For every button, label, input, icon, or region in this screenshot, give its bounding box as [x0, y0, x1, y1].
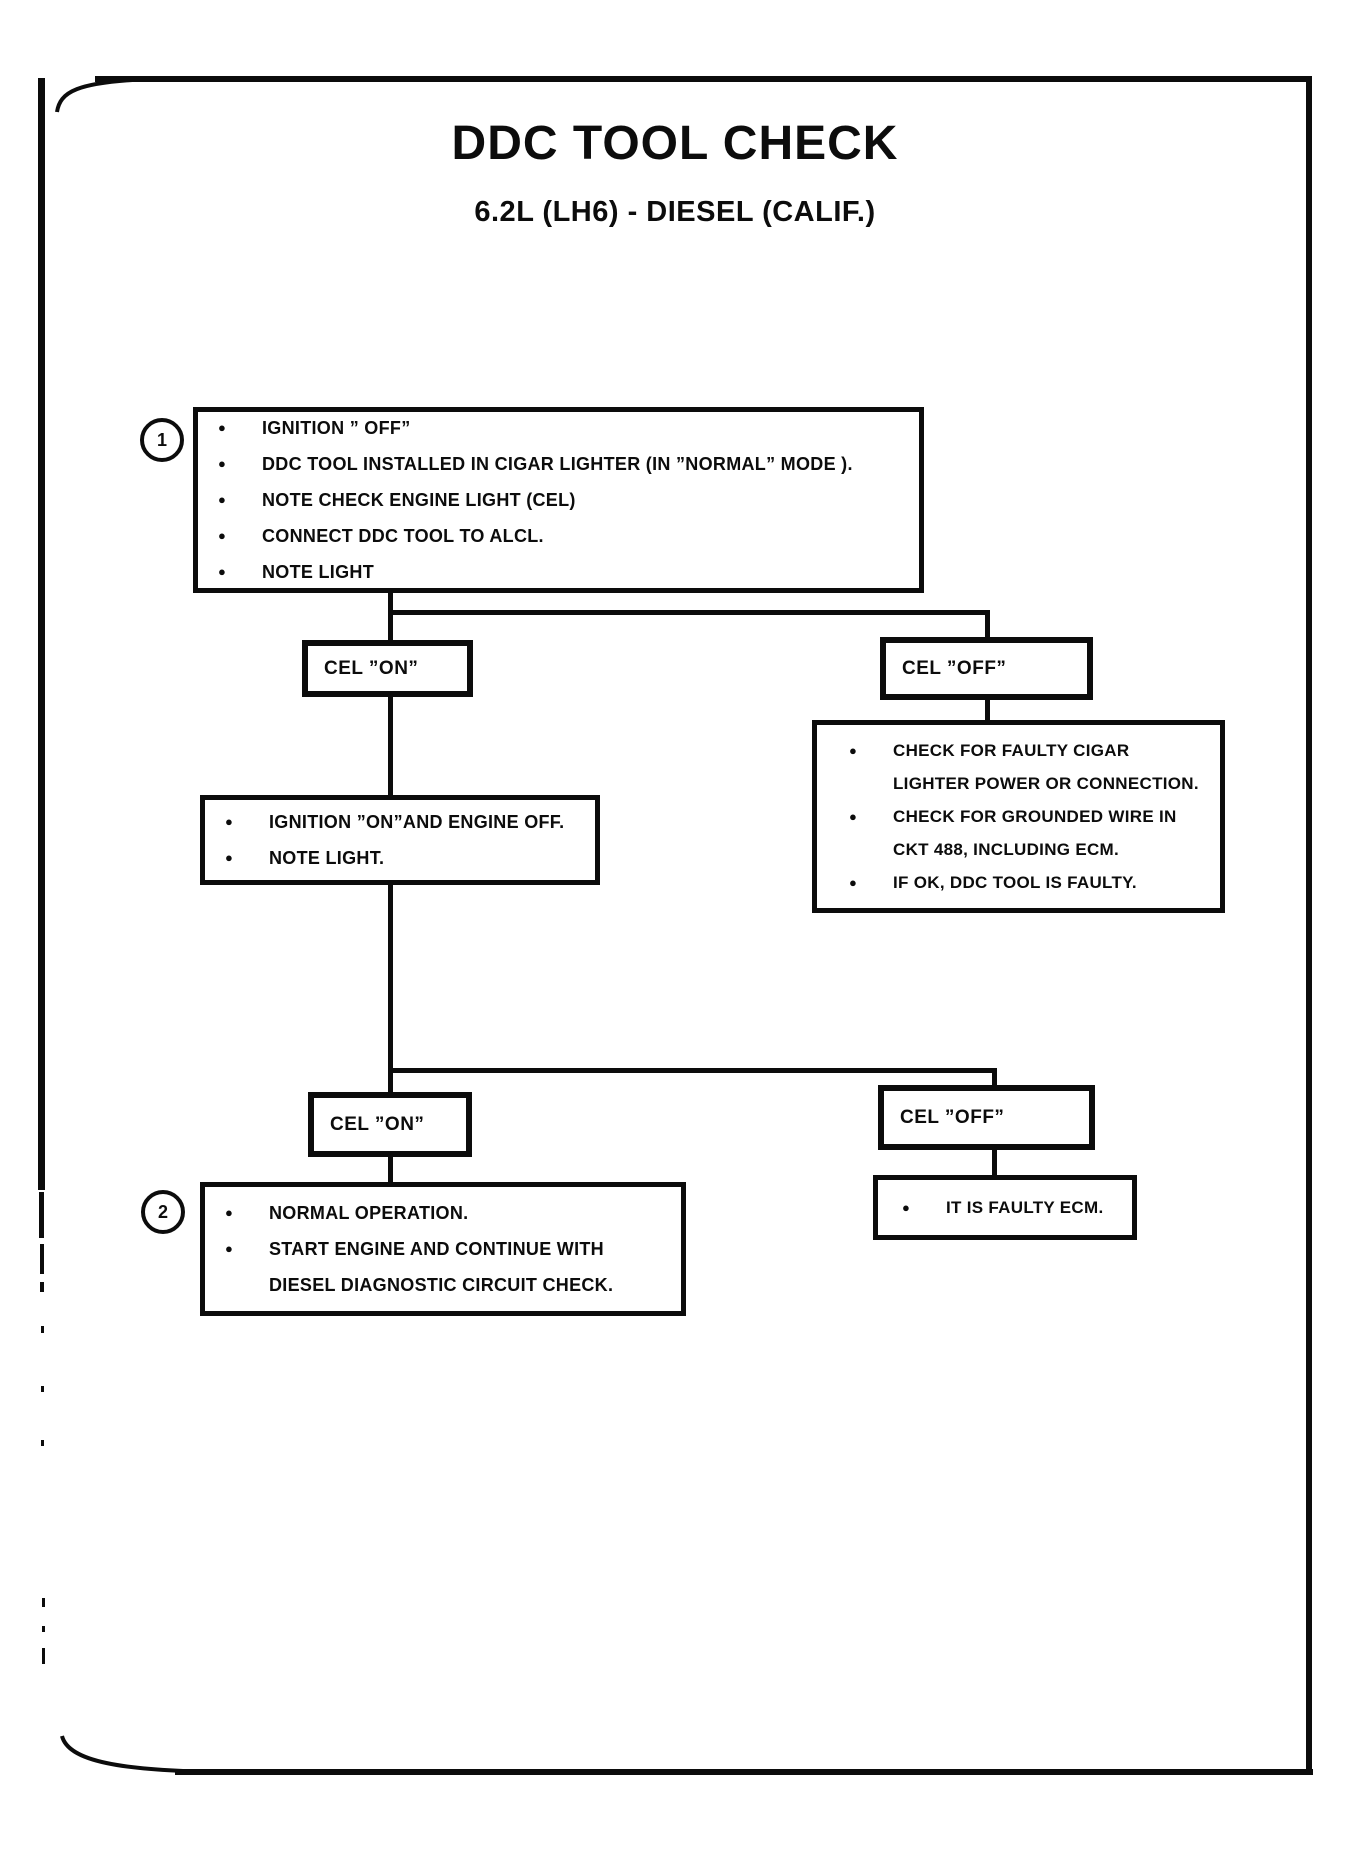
bullet-icon: ●: [225, 1205, 234, 1220]
page-frame-top: [95, 76, 1312, 82]
flow-box-initial-checks: ● IGNITION ” OFF” ● DDC TOOL INSTALLED IN …: [193, 407, 924, 593]
step-marker-2-number: 2: [157, 1201, 168, 1222]
step-marker-1: 1: [140, 418, 184, 462]
connector-line: [388, 1157, 393, 1182]
bullet-icon: ●: [218, 420, 227, 435]
flow-box-cel-on-2: CEL ”ON”: [308, 1092, 472, 1157]
bullet-icon: ●: [218, 564, 227, 579]
list-item: ● DDC TOOL INSTALLED IN CIGAR LIGHTER (IN…: [212, 446, 909, 482]
list-item: ● CONNECT DDC TOOL TO ALCL.: [212, 518, 909, 554]
list-item-text: START ENGINE AND CONTINUE WITH DIESEL DI…: [269, 1239, 614, 1295]
list-item: ● NOTE LIGHT.: [219, 840, 585, 876]
flow-box-cel-off-2: CEL ”OFF”: [878, 1085, 1095, 1150]
list-item: ● NOTE LIGHT: [212, 554, 909, 590]
flow-box-label: CEL ”ON”: [324, 657, 419, 679]
flow-box-cel-off-actions: ● CHECK FOR FAULTY CIGAR LIGHTER POWER OR…: [812, 720, 1225, 913]
frame-dash: [41, 1440, 44, 1446]
connector-line: [388, 697, 393, 795]
list-item-text: IF OK, DDC TOOL IS FAULTY.: [893, 873, 1137, 892]
bullet-icon: ●: [218, 456, 227, 471]
list-item: ● CHECK FOR FAULTY CIGAR LIGHTER POWER OR…: [843, 734, 1210, 800]
connector-line: [388, 610, 990, 615]
page-frame-right: [1306, 79, 1312, 1775]
frame-dash: [42, 1626, 45, 1632]
flow-box-label: CEL ”OFF”: [902, 657, 1007, 679]
bullet-icon: ●: [849, 875, 858, 890]
connector-line: [992, 1068, 997, 1085]
connector-line: [388, 885, 393, 1092]
frame-dash: [42, 1598, 45, 1607]
connector-line: [985, 610, 990, 637]
list-item-text: NOTE LIGHT: [262, 562, 374, 582]
connector-line: [985, 700, 990, 722]
flow-box-label: CEL ”OFF”: [900, 1106, 1005, 1128]
frame-dash: [41, 1326, 44, 1333]
bullet-icon: ●: [218, 528, 227, 543]
flow-box-faulty-ecm: ● IT IS FAULTY ECM.: [873, 1175, 1137, 1240]
list-item: ● IF OK, DDC TOOL IS FAULTY.: [843, 866, 1210, 899]
connector-line: [388, 593, 393, 640]
list-item-text: CHECK FOR FAULTY CIGAR LIGHTER POWER OR …: [893, 741, 1199, 793]
frame-dash: [42, 1648, 45, 1664]
frame-dash: [40, 1244, 44, 1274]
list-item: ● IGNITION ” OFF”: [212, 410, 909, 446]
bullet-icon: ●: [225, 1241, 234, 1256]
list-item: ● NORMAL OPERATION.: [219, 1195, 671, 1231]
step-marker-1-number: 1: [156, 429, 167, 450]
connector-line: [388, 1068, 997, 1073]
bullet-icon: ●: [225, 850, 234, 865]
frame-dash: [39, 1192, 44, 1238]
flow-box-normal-operation: ● NORMAL OPERATION. ● START ENGINE AND CON…: [200, 1182, 686, 1316]
page-frame-left: [38, 78, 45, 1190]
list-item-text: DDC TOOL INSTALLED IN CIGAR LIGHTER (IN …: [262, 454, 853, 474]
list-item-text: CHECK FOR GROUNDED WIRE IN CKT 488, INCL…: [893, 807, 1177, 859]
connector-line: [992, 1150, 997, 1175]
step-marker-2: 2: [141, 1190, 185, 1234]
list-item: ● IT IS FAULTY ECM.: [896, 1191, 1122, 1224]
bullet-icon: ●: [902, 1200, 911, 1215]
bullet-icon: ●: [849, 743, 858, 758]
list-item-text: IGNITION ”ON”AND ENGINE OFF.: [269, 812, 565, 832]
list-item-text: NOTE CHECK ENGINE LIGHT (CEL): [262, 490, 576, 510]
list-item-text: NOTE LIGHT.: [269, 848, 385, 868]
flow-box-cel-on-1: CEL ”ON”: [302, 640, 473, 697]
bullet-icon: ●: [225, 814, 234, 829]
list-item-text: NORMAL OPERATION.: [269, 1203, 469, 1223]
list-item: ● IGNITION ”ON”AND ENGINE OFF.: [219, 804, 585, 840]
flow-box-cel-off-1: CEL ”OFF”: [880, 637, 1093, 700]
page-frame-bottom: [175, 1769, 1313, 1775]
flow-box-ignition-on: ● IGNITION ”ON”AND ENGINE OFF. ● NOTE LIGH…: [200, 795, 600, 885]
flow-box-label: CEL ”ON”: [330, 1113, 425, 1135]
list-item-text: CONNECT DDC TOOL TO ALCL.: [262, 526, 544, 546]
bullet-icon: ●: [218, 492, 227, 507]
list-item: ● NOTE CHECK ENGINE LIGHT (CEL): [212, 482, 909, 518]
bullet-icon: ●: [849, 809, 858, 824]
list-item: ● CHECK FOR GROUNDED WIRE IN CKT 488, INC…: [843, 800, 1210, 866]
list-item: ● START ENGINE AND CONTINUE WITH DIESEL D…: [219, 1231, 671, 1303]
list-item-text: IT IS FAULTY ECM.: [946, 1198, 1104, 1217]
page-title: DDC TOOL CHECK: [451, 117, 899, 170]
frame-dash: [40, 1282, 44, 1292]
frame-dash: [41, 1386, 44, 1392]
page-subtitle: 6.2L (LH6) - DIESEL (CALIF.): [474, 196, 876, 228]
list-item-text: IGNITION ” OFF”: [262, 418, 411, 438]
